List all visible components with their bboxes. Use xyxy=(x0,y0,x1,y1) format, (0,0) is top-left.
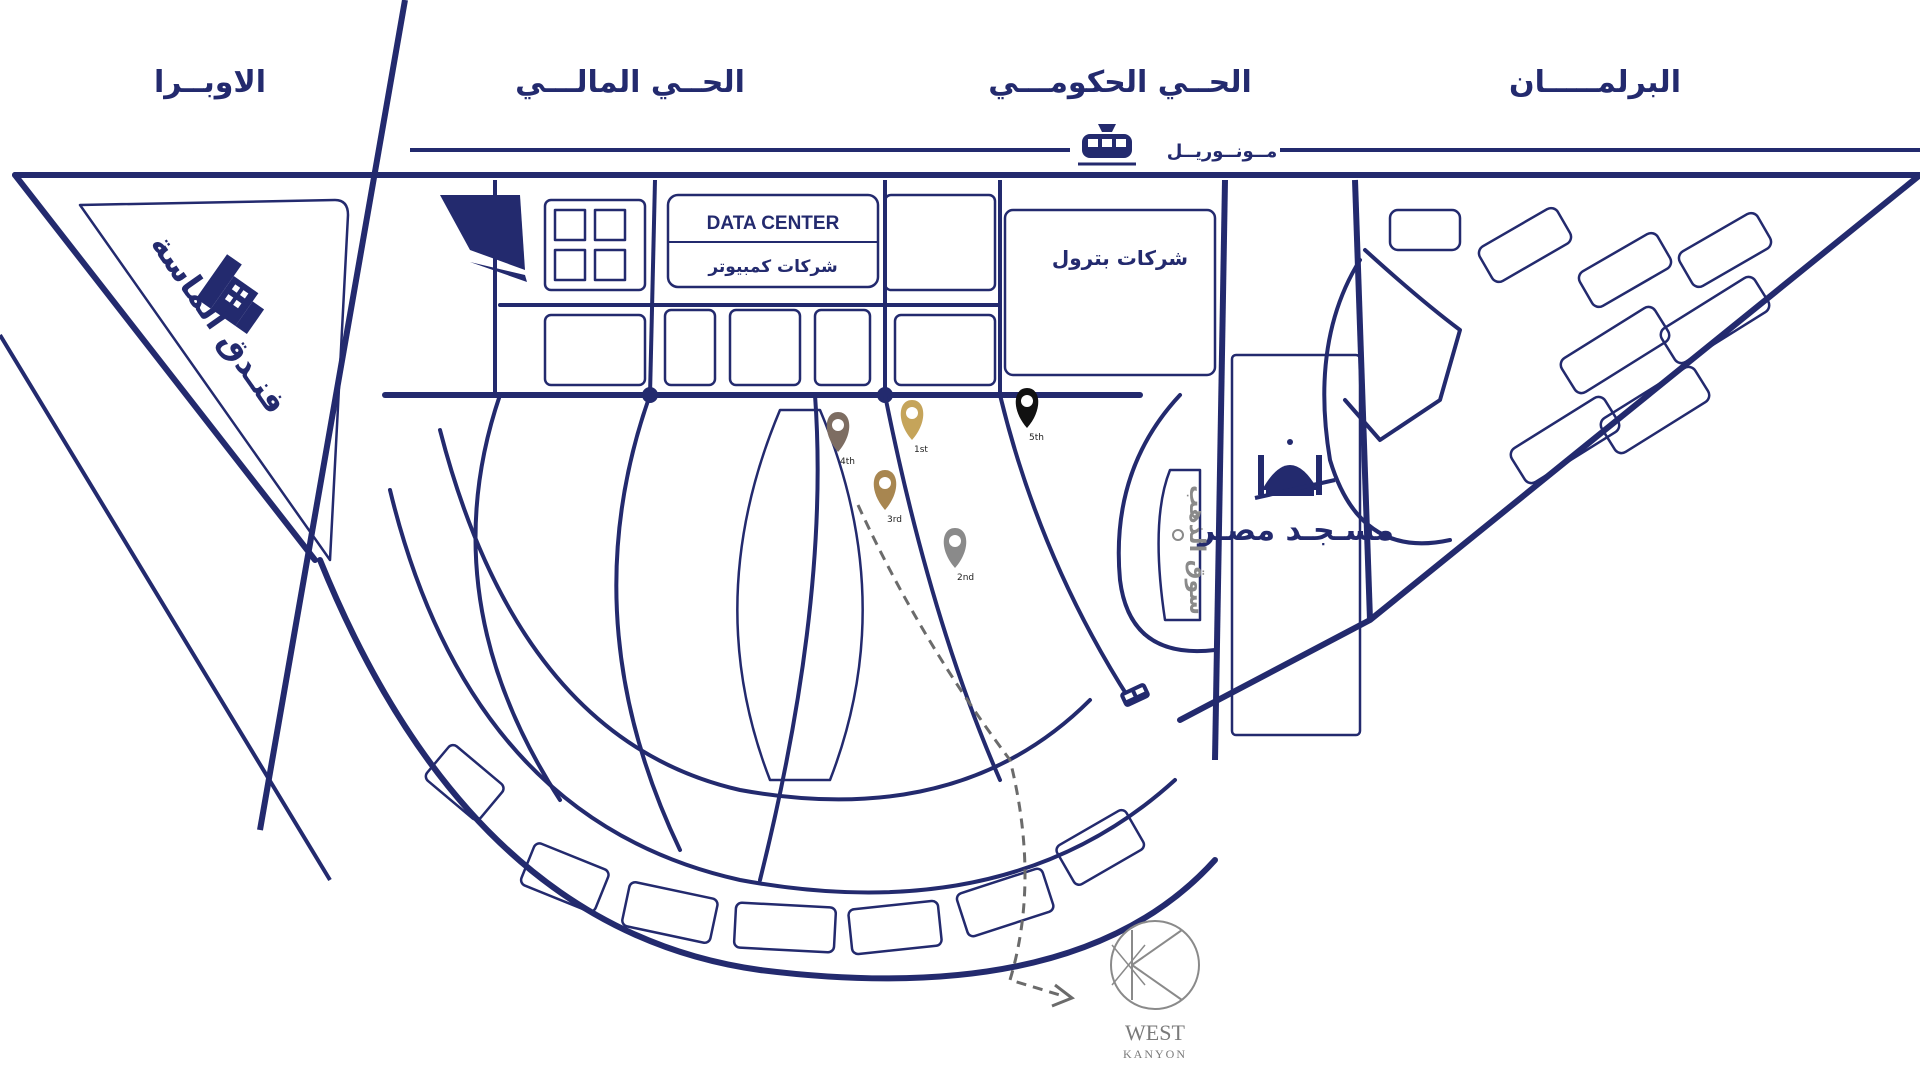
pin-tag-label: 4th xyxy=(840,457,855,467)
pin-center-dot xyxy=(879,477,891,489)
petroleum-label-line1: شركات بترول xyxy=(1052,246,1188,270)
road-fan-2 xyxy=(614,393,682,852)
brand-name: WEST xyxy=(1125,1020,1185,1045)
road-inner-arc xyxy=(438,428,1092,802)
map-pin-icon xyxy=(943,528,967,568)
route-to-west-kanyon xyxy=(856,504,1061,997)
map-pin-icon xyxy=(826,412,850,452)
pin-center-dot xyxy=(832,419,844,431)
central-park-block xyxy=(736,408,864,782)
road-diagonal-opera xyxy=(257,0,408,831)
pin-tag-label: 2nd xyxy=(957,573,974,583)
location-pin-1st[interactable]: 1st xyxy=(900,400,929,455)
district-government-label: الحــي الحكومـــي xyxy=(988,65,1252,100)
monorail-label: مــونــوريــل xyxy=(1167,141,1278,162)
road-vertical-mosque-west xyxy=(1212,179,1228,761)
road-fan-3 xyxy=(758,393,820,882)
district-financial-label: الحــي المالـــي xyxy=(515,65,745,100)
map-pin-icon xyxy=(900,400,924,440)
district-opera-label: الاوبــرا xyxy=(154,65,266,100)
road-fan-1 xyxy=(473,393,562,802)
monorail-train-icon xyxy=(1078,124,1136,166)
upper-block-grid xyxy=(543,193,997,387)
district-parliament-label: البرلمـــــان xyxy=(1509,65,1681,100)
hotel-building-icon xyxy=(196,254,265,334)
data-center-title: DATA CENTER xyxy=(707,213,840,234)
tram-icon xyxy=(1120,683,1150,707)
pin-center-dot xyxy=(906,407,918,419)
road-diagonal-west xyxy=(0,333,332,882)
pin-center-dot xyxy=(1021,395,1033,407)
road-vertical-2 xyxy=(648,179,657,396)
road-right-boundary xyxy=(1177,172,1920,723)
petroleum-block: شركات بترول xyxy=(1003,208,1217,377)
parliament-radial-blocks xyxy=(1322,206,1773,546)
road-outer-arc xyxy=(317,557,1218,982)
road-fan-4 xyxy=(883,393,1002,782)
gold-market-label: سوق الذهب xyxy=(1184,485,1209,615)
road-middle-arc xyxy=(388,488,1177,895)
hotel-parcel xyxy=(78,198,350,562)
lower-arc-blocks xyxy=(424,743,1146,956)
financial-landmark-block xyxy=(440,195,527,282)
brand-subname: KANYON xyxy=(1123,1047,1187,1061)
map-pin-icon xyxy=(873,470,897,510)
mosque-icon xyxy=(1254,439,1336,500)
map-pin-icon xyxy=(1015,388,1039,428)
pin-tag-label: 5th xyxy=(1029,433,1044,443)
location-pin-2nd[interactable]: 2nd xyxy=(943,528,974,583)
location-pins: 1st 2nd 3rd 4th 5th xyxy=(826,388,1044,583)
west-kanyon-logo-icon xyxy=(1110,920,1200,1010)
road-left-boundary xyxy=(12,172,318,563)
pin-tag-label: 1st xyxy=(914,445,928,455)
mosque-block: مسـجـد مصـر xyxy=(1196,353,1394,737)
location-pin-3rd[interactable]: 3rd xyxy=(873,470,902,525)
location-pin-4th[interactable]: 4th xyxy=(826,412,855,467)
gold-market-block: سوق الذهب xyxy=(1116,393,1217,654)
route-arrow-head xyxy=(1051,983,1076,1008)
data-center-building: DATA CENTER شركات كمبيوتر xyxy=(666,193,880,289)
pin-tag-label: 3rd xyxy=(887,515,902,525)
hotel-label: فنـدق الماسة xyxy=(143,227,295,421)
road-fan-5 xyxy=(998,393,1132,702)
mosque-label: مسـجـد مصـر xyxy=(1196,513,1394,548)
pin-center-dot xyxy=(949,535,961,547)
road-vertical-mosque-east xyxy=(1352,179,1373,621)
location-pin-5th[interactable]: 5th xyxy=(1015,388,1044,443)
data-center-subtitle: شركات كمبيوتر xyxy=(707,257,837,277)
